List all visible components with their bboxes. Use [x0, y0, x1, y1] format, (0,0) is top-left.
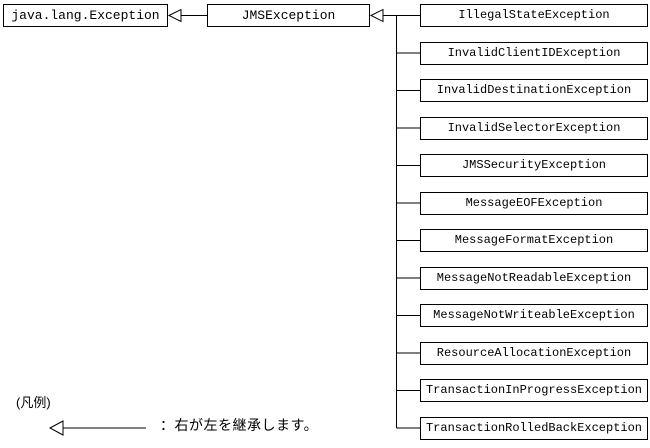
class-box-subclass: TransactionInProgressException — [420, 379, 648, 402]
class-box-subclass: ResourceAllocationException — [420, 341, 648, 365]
subclass-column: IllegalStateException InvalidClientIDExc… — [420, 4, 648, 440]
class-box-subclass: MessageNotWriteableException — [420, 304, 648, 327]
inheritance-arrowhead-icon — [369, 8, 384, 23]
legend-arrowhead-icon — [48, 420, 64, 436]
class-box-parent: java.lang.Exception — [3, 4, 168, 27]
class-box-subclass: InvalidSelectorException — [420, 116, 648, 140]
legend-title: (凡例) — [16, 395, 51, 410]
class-box-subclass: MessageEOFException — [420, 191, 648, 215]
class-box-subclass: MessageFormatException — [420, 229, 648, 252]
class-box-subclass: TransactionRolledBackException — [420, 416, 648, 440]
class-box-subclass: JMSSecurityException — [420, 154, 648, 177]
class-box-subclass: IllegalStateException — [420, 4, 648, 27]
class-box-subclass: MessageNotReadableException — [420, 266, 648, 290]
inheritance-arrowhead-icon — [167, 8, 182, 23]
class-box-subclass: InvalidDestinationException — [420, 79, 648, 102]
class-box-subclass: InvalidClientIDException — [420, 41, 648, 65]
legend-caption: ：右が左を継承します。 — [160, 417, 319, 433]
class-box-base: JMSException — [207, 4, 370, 27]
